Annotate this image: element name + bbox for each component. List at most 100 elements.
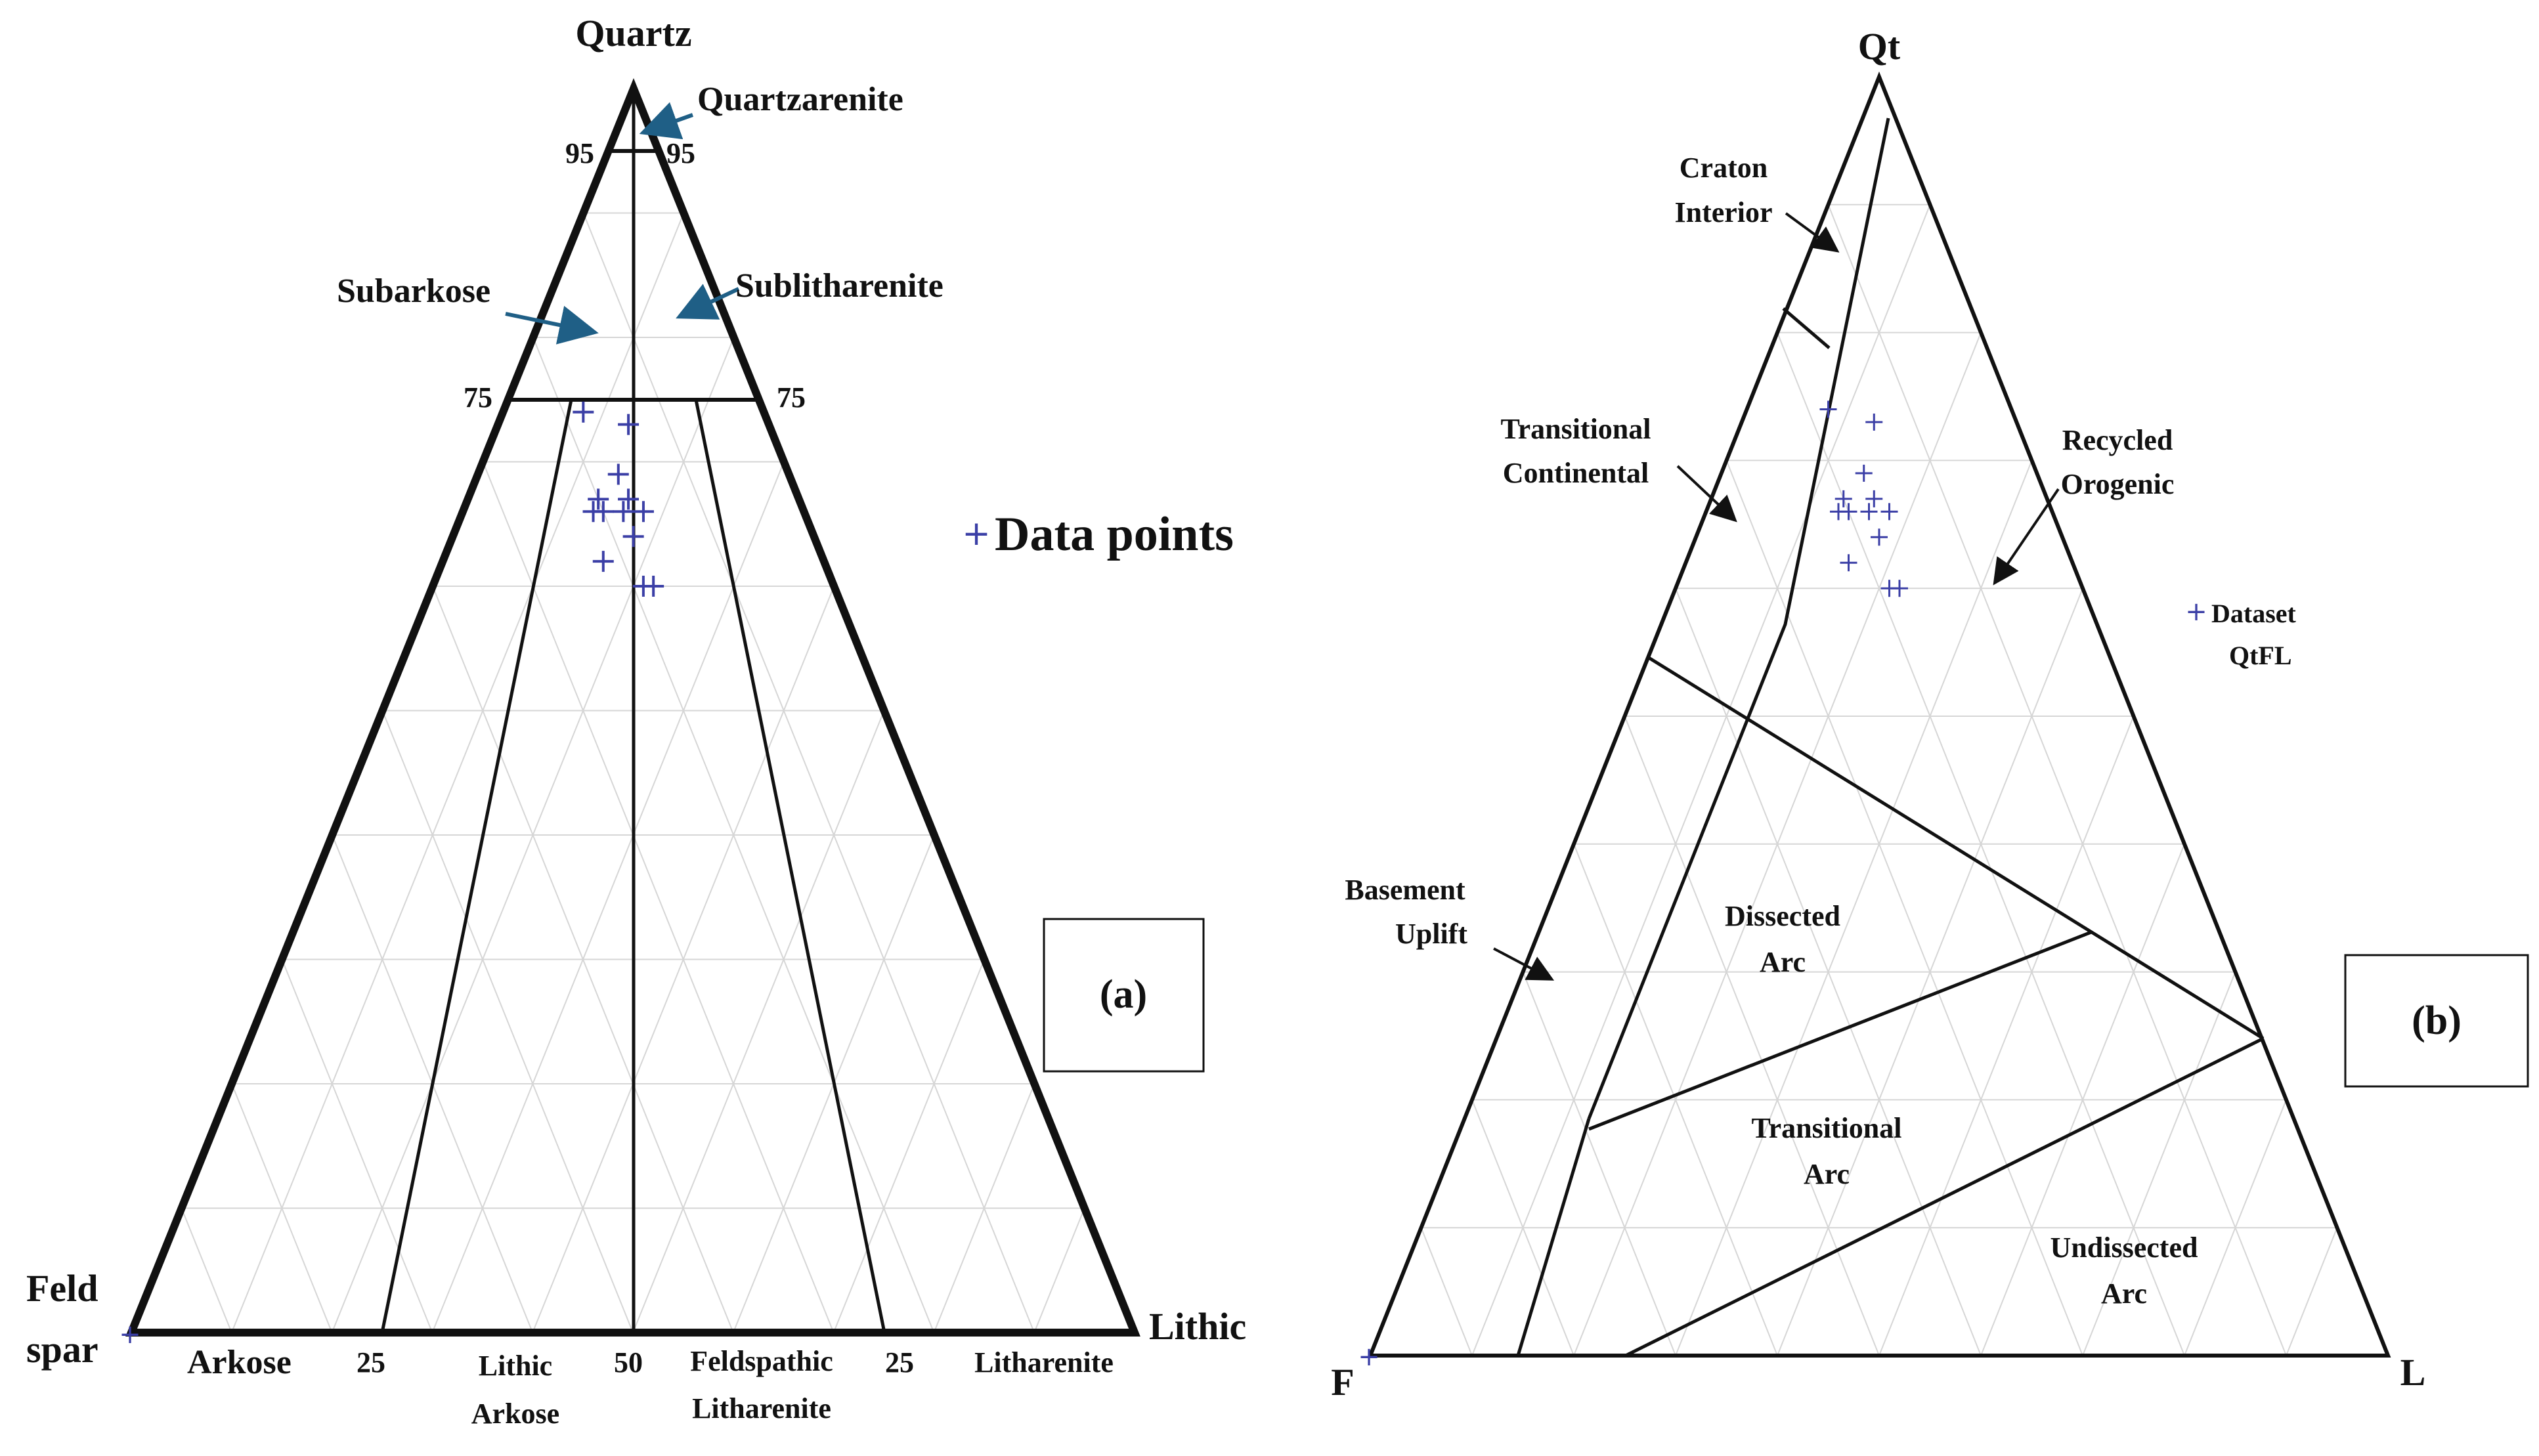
craton-cross-line: [1782, 307, 1831, 349]
craton-interior-label-line1: Craton: [1680, 152, 1768, 184]
grid-line-lithic: [632, 710, 885, 1333]
data-point-marker: [573, 401, 594, 423]
data-point-marker: [1819, 400, 1837, 418]
grid-line-lithic: [2286, 1227, 2338, 1356]
basement-uplift-label-line2: Uplift: [1395, 918, 1467, 950]
panel-a-line-arkose-boundary: [380, 399, 573, 1333]
legend-b-label-line2: QtFL: [2229, 641, 2292, 670]
data-point-marker: [618, 488, 640, 510]
grid-line-feldspar: [1827, 204, 2287, 1356]
panel-b-dickinson-diagram: Qt F L + Craton Interior Transitional Co…: [1331, 25, 2529, 1403]
data-point-marker: [632, 501, 654, 523]
grid-line-feldspar: [1573, 844, 1778, 1356]
data-point-marker: [1891, 580, 1908, 597]
legend-b-label-line1: Dataset: [2211, 599, 2297, 628]
data-point-marker: [1855, 464, 1873, 482]
panel-b-legend: + Dataset QtFL: [2185, 597, 2296, 670]
feldspathic-litharenite-label-line1: Feldspathic: [690, 1345, 833, 1377]
grid-line-feldspar: [281, 959, 433, 1333]
dissected-arc-label-line2: Arc: [1760, 946, 1806, 978]
panel-a-legend: + Data points: [962, 507, 1234, 561]
panel-a-data-points: [573, 401, 664, 597]
sublitharenite-arrow: [676, 284, 740, 320]
data-point-marker: [622, 526, 644, 547]
grid-line-lithic: [230, 213, 685, 1333]
litharenite-label: Litharenite: [974, 1346, 1114, 1379]
tick-right-95: 95: [666, 137, 695, 169]
craton-interior-label-line2: Interior: [1674, 196, 1772, 228]
grid-line-feldspar: [1522, 972, 1676, 1356]
data-point-marker: [607, 463, 629, 485]
data-point-marker: [1860, 503, 1878, 521]
dissected-arc-label-line1: Dissected: [1725, 900, 1840, 932]
panel-b-data-points: [1819, 400, 1908, 597]
quartz-apex-label: Quartz: [575, 12, 691, 54]
subarkose-arrow: [505, 305, 599, 345]
lithic-arkose-label-line2: Arkose: [471, 1398, 559, 1430]
arkose-label: Arkose: [187, 1344, 292, 1381]
subarkose-label: Subarkose: [337, 272, 490, 310]
qt-apex-label: Qt: [1858, 25, 1901, 68]
data-point-marker: [1865, 413, 1883, 431]
basement-uplift-boundary: [1516, 1118, 1591, 1356]
tick-base-25-left: 25: [357, 1346, 385, 1379]
grid-line-lithic: [1033, 1208, 1085, 1333]
panel-a-label-box: [1043, 918, 1205, 1073]
grid-line-feldspar: [482, 461, 835, 1333]
grid-line-lithic: [833, 959, 986, 1333]
recycled-orogenic-arrow: [1993, 488, 2060, 586]
grid-line-lithic: [933, 1083, 1035, 1333]
grid-line-feldspar: [1471, 1100, 1574, 1356]
panel-a-folk-diagram: Quartz Feld spar Lithic 95 95 75 75 25 5…: [26, 12, 1246, 1430]
panel-a-label: (a): [1100, 972, 1147, 1017]
panel-b-label-box: [2344, 954, 2529, 1088]
data-point-marker: [1840, 554, 1857, 572]
transitional-arc-boundary: [1624, 1037, 2265, 1358]
data-point-marker: [613, 501, 634, 523]
lithic-apex-label: Lithic: [1149, 1305, 1246, 1348]
legend-label: Data points: [995, 507, 1234, 561]
data-point-marker: [1880, 503, 1898, 521]
undissected-arc-label-line2: Arc: [2101, 1277, 2147, 1310]
tick-left-75: 75: [464, 381, 492, 414]
panel-b-grid: [1420, 203, 2338, 1356]
tick-right-75: 75: [777, 381, 806, 414]
transitional-continental-label-line2: Continental: [1503, 457, 1649, 489]
grid-line-lithic: [1878, 716, 2135, 1356]
recycled-orogenic-boundary: [1645, 654, 2265, 1040]
grid-line-feldspar: [1725, 460, 2083, 1356]
feldspar-apex-label-line2: spar: [26, 1328, 98, 1371]
data-point-marker: [1865, 490, 1883, 507]
grid-line-lithic: [431, 461, 785, 1333]
grid-line-feldspar: [381, 710, 634, 1333]
tick-base-25-right: 25: [885, 1346, 914, 1379]
transitional-continental-arrow: [1676, 465, 1737, 523]
grid-line-lithic: [1980, 844, 2185, 1356]
grid-line-feldspar: [582, 213, 1035, 1333]
data-point-marker: [1834, 490, 1852, 507]
recycled-orogenic-label-line2: Orogenic: [2061, 468, 2175, 500]
basement-uplift-label-line1: Basement: [1345, 874, 1465, 906]
data-point-marker: [592, 551, 614, 572]
craton-interior-boundary: [1587, 118, 1890, 1119]
transitional-arc-label-line2: Arc: [1804, 1158, 1850, 1190]
feldspar-apex-label-line1: Feld: [26, 1267, 98, 1310]
data-point-marker: [588, 488, 609, 510]
grid-line-feldspar: [181, 1208, 232, 1333]
grid-line-feldspar: [1420, 1227, 1473, 1356]
grid-line-lithic: [2082, 972, 2236, 1356]
transitional-continental-label-line1: Transitional: [1500, 413, 1651, 445]
basement-uplift-arrow: [1493, 947, 1555, 981]
tick-base-50: 50: [614, 1346, 643, 1379]
grid-line-lithic: [1471, 204, 1931, 1356]
f-apex-marker: +: [1358, 1342, 1380, 1372]
recycled-orogenic-label-line1: Recycled: [2062, 424, 2173, 456]
legend-marker: +: [962, 514, 991, 553]
dissected-arc-boundary: [1588, 930, 2092, 1131]
quartzarenite-label: Quartzarenite: [697, 81, 903, 118]
data-point-marker: [643, 576, 664, 597]
grid-line-lithic: [1675, 460, 2033, 1356]
data-point-marker: [1871, 528, 1888, 546]
